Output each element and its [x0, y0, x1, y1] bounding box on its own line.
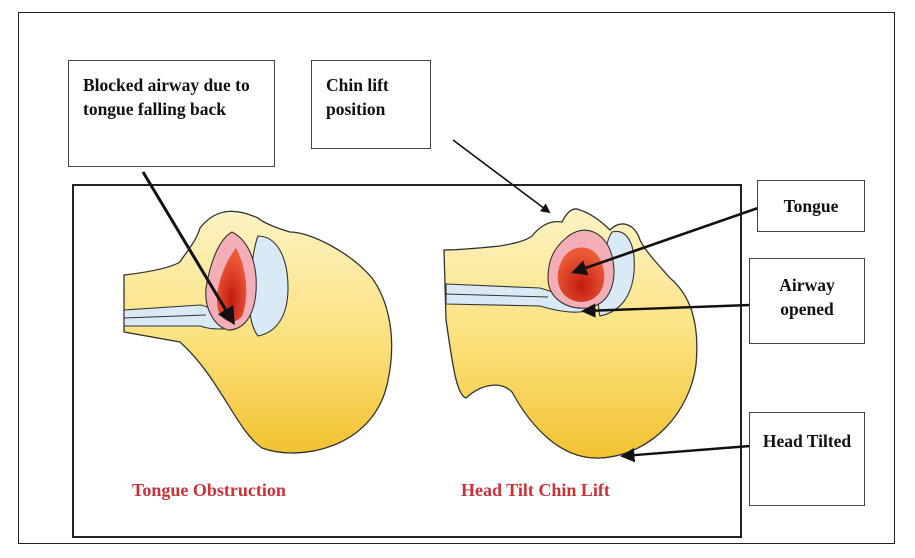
callout-chin-lift: Chin lift position	[311, 60, 431, 149]
callout-airway-opened: Airway opened	[749, 258, 865, 344]
right-head	[444, 209, 697, 458]
caption-head-tilt-chin-lift: Head Tilt Chin Lift	[461, 480, 610, 501]
callout-blocked-airway: Blocked airway due to tongue falling bac…	[68, 60, 275, 167]
pointer-chin-lift	[453, 140, 549, 212]
callout-head-tilted: Head Tilted	[749, 412, 865, 506]
pointer-head	[623, 446, 750, 456]
left-head	[124, 211, 392, 453]
caption-tongue-obstruction: Tongue Obstruction	[132, 480, 286, 501]
callout-tongue: Tongue	[757, 180, 865, 232]
